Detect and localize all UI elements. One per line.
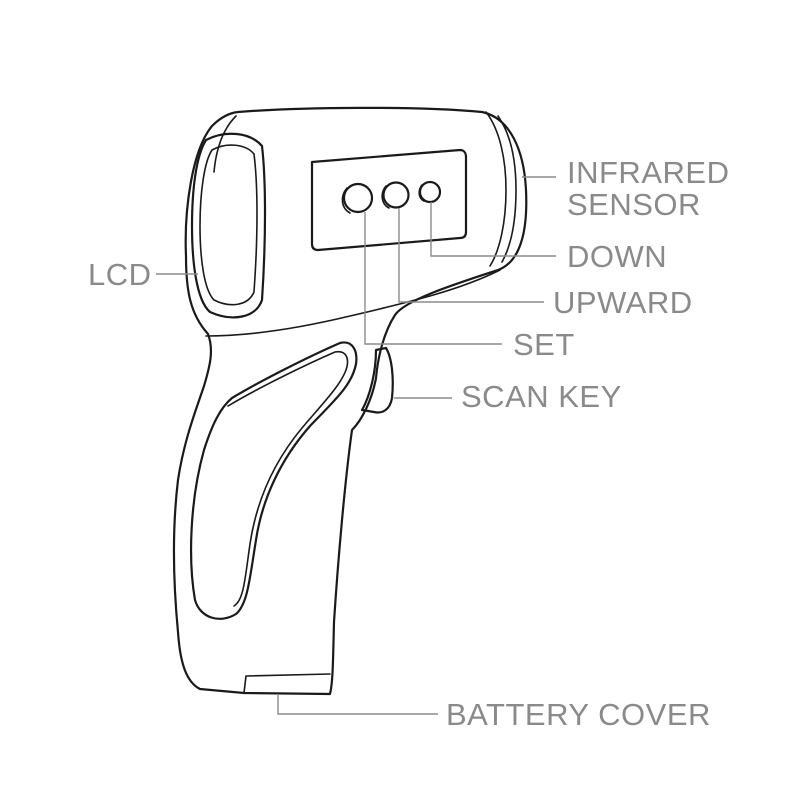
label-set: SET <box>513 327 575 362</box>
label-battery-cover: BATTERY COVER <box>446 697 711 732</box>
thermometer-body <box>172 106 528 696</box>
leader-battery-cover <box>277 694 438 715</box>
grip-panel <box>189 341 358 620</box>
leader-down <box>430 202 556 257</box>
label-scan-key: SCAN KEY <box>461 379 622 414</box>
label-infrared-sensor-line2: SENSOR <box>567 187 701 222</box>
upward-button[interactable] <box>382 181 410 209</box>
head-seam <box>205 269 501 337</box>
grip-panel-inner <box>227 350 349 607</box>
down-button[interactable] <box>418 180 442 204</box>
body-outline <box>172 106 528 696</box>
leader-upward <box>398 208 544 303</box>
sensor-ring-inner <box>497 115 517 263</box>
label-down: DOWN <box>567 239 668 274</box>
set-button[interactable] <box>342 182 374 214</box>
leader-lines <box>156 176 556 715</box>
set-button-rim <box>341 187 351 214</box>
label-infrared-sensor-line1: INFRARED <box>567 155 730 190</box>
label-upward: UPWARD <box>553 285 693 320</box>
lcd-inner <box>199 144 258 306</box>
battery-cover-seam <box>243 673 331 694</box>
button-panel <box>310 148 468 252</box>
scan-key-shape <box>360 346 394 414</box>
leader-set <box>364 212 502 345</box>
down-button-rim <box>418 184 425 202</box>
sensor-ring <box>485 111 507 267</box>
lcd-outer <box>190 132 267 319</box>
label-lcd: LCD <box>88 257 152 292</box>
upward-button-rim <box>381 185 390 209</box>
rear-cap-edge <box>213 115 237 173</box>
lcd-screen <box>190 132 267 319</box>
button-panel-frame <box>310 148 468 252</box>
